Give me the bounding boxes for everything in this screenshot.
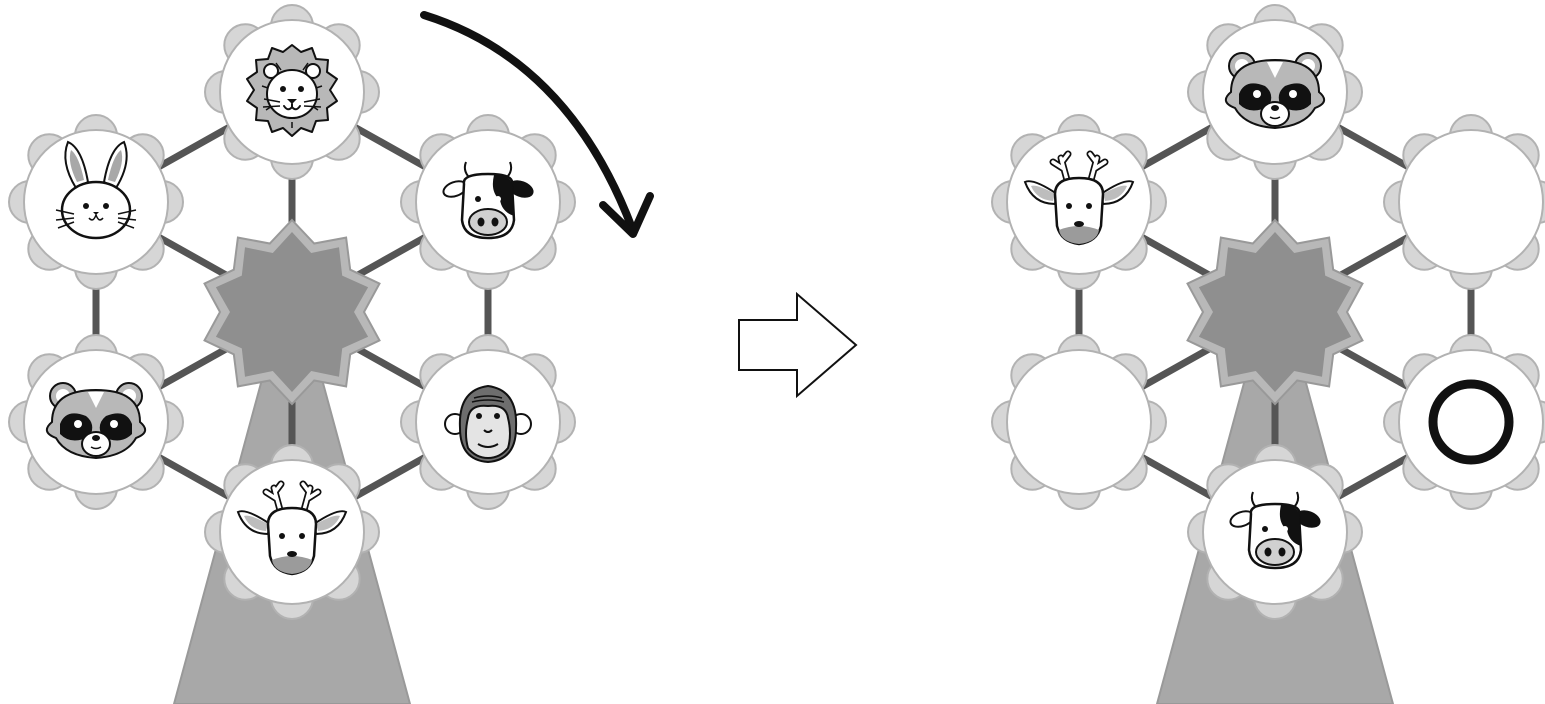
left-gondola-top — [204, 4, 380, 180]
right-wheel-spokes — [1077, 92, 1473, 532]
right-wheel-rim — [1075, 88, 1475, 536]
gondola-frame — [991, 334, 1167, 510]
clockwise-rotation-arrow — [420, 11, 654, 238]
left-gondola-upper-right — [400, 114, 576, 290]
right-ferris-wheel — [991, 4, 1545, 704]
left-gondola-upper-left — [8, 114, 184, 290]
left-wheel-spokes — [94, 92, 490, 532]
right-gondola-upper-right-empty — [1383, 114, 1545, 290]
right-gondola-lower-left-empty — [991, 334, 1167, 510]
left-ferris-wheel — [8, 4, 576, 704]
right-gondola-top — [1187, 4, 1363, 180]
left-gondola-lower-right — [400, 334, 576, 510]
transformation-arrow — [738, 291, 858, 399]
right-gondola-lower-right — [1383, 334, 1545, 510]
left-wheel-rim — [92, 88, 492, 536]
left-gondola-bottom — [204, 444, 380, 620]
gondola-frame — [1383, 334, 1545, 510]
left-wheel-hub — [215, 232, 369, 392]
right-gondola-bottom — [1187, 444, 1363, 620]
right-wheel-hub — [1198, 232, 1352, 392]
left-gondola-lower-left — [8, 334, 184, 510]
gondola-frame — [1383, 114, 1545, 290]
right-gondola-upper-left — [991, 114, 1167, 290]
raccoon-icon — [45, 382, 147, 459]
raccoon-icon — [1224, 52, 1326, 129]
